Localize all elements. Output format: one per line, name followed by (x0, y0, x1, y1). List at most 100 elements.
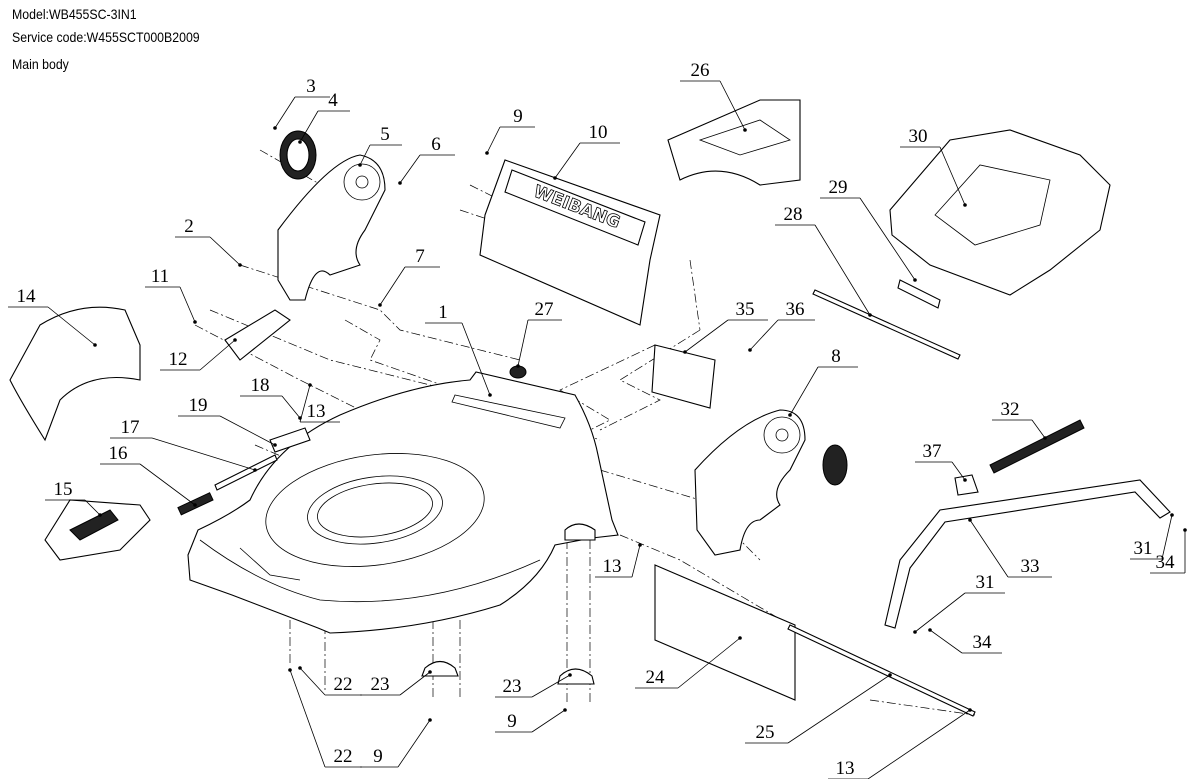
leader-dot (638, 543, 642, 547)
callout-14: 14 (8, 286, 97, 347)
callout-number: 34 (1156, 552, 1176, 573)
callout-9: 9 (360, 718, 432, 768)
leader-line (360, 719, 431, 768)
callout-23: 23 (495, 673, 572, 698)
leader-dot (553, 176, 557, 180)
rear-rod-part (787, 624, 976, 717)
deck-housing-part (187, 371, 619, 634)
callout-number: 9 (513, 106, 523, 127)
callout-25: 25 (745, 673, 892, 744)
grass-bag-top-part (889, 129, 1111, 296)
leader-dot (273, 126, 277, 130)
leader-line (160, 339, 236, 371)
callout-number: 37 (923, 441, 942, 462)
callout-number: 11 (151, 266, 169, 287)
leader-dot (308, 383, 312, 387)
leader-line (289, 669, 362, 768)
callout-34: 34 (1150, 528, 1187, 574)
leader-dot (963, 203, 967, 207)
leader-dot (913, 630, 917, 634)
leader-dot (748, 348, 752, 352)
leader-line (178, 415, 276, 446)
callout-number: 22 (334, 674, 353, 695)
leader-dot (738, 636, 742, 640)
callout-28: 28 (775, 204, 872, 317)
callout-number: 13 (603, 556, 622, 577)
callout-35: 35 (683, 299, 768, 354)
leader-line (820, 197, 916, 281)
callout-number: 28 (784, 204, 803, 225)
leader-dot (288, 668, 292, 672)
callout-24: 24 (635, 636, 742, 689)
callout-number: 31 (976, 572, 995, 593)
callout-8: 8 (788, 346, 858, 417)
leader-line (175, 236, 241, 266)
leader-dot (298, 666, 302, 670)
leader-dot (968, 518, 972, 522)
leader-line (789, 366, 858, 416)
model-label: Model:WB455SC-3IN1 (12, 6, 137, 22)
callout-number: 35 (736, 299, 755, 320)
callout-34: 34 (928, 628, 1002, 654)
leader-line (299, 110, 350, 143)
callout-number: 31 (1134, 538, 1153, 559)
callout-number: 2 (184, 216, 194, 237)
callout-number: 23 (371, 674, 390, 695)
leader-dot (298, 416, 302, 420)
callout-5: 5 (358, 124, 402, 167)
leader-dot (93, 343, 97, 347)
leader-line (900, 146, 966, 206)
callout-26: 26 (680, 60, 747, 132)
flap-part (224, 309, 291, 361)
leader-line (110, 437, 256, 471)
callout-number: 22 (334, 746, 353, 767)
leader-line (915, 461, 966, 481)
callout-number: 10 (589, 122, 608, 143)
callout-number: 17 (121, 417, 140, 438)
leader-dot (928, 628, 932, 632)
leader-dot (193, 503, 197, 507)
leader-line (145, 286, 196, 323)
leader-line (399, 154, 455, 184)
right-wheel-bracket-part (694, 409, 848, 556)
callout-29: 29 (820, 177, 917, 282)
callout-32: 32 (992, 399, 1047, 440)
callout-16: 16 (100, 443, 197, 507)
leader-dot (238, 263, 242, 267)
leader-line (274, 96, 330, 129)
left-wheel-bracket-part (277, 154, 386, 301)
callout-number: 29 (829, 177, 848, 198)
callout-33: 33 (968, 518, 1052, 578)
leader-line (425, 322, 491, 396)
leader-line (635, 637, 741, 689)
spring-part (897, 279, 941, 309)
leader-line (992, 419, 1046, 439)
callout-22: 22 (298, 666, 362, 696)
leader-dot (378, 303, 382, 307)
callout-13: 13 (828, 708, 972, 779)
callout-number: 15 (54, 479, 73, 500)
leader-dot (398, 181, 402, 185)
callout-9: 9 (485, 106, 535, 155)
mulch-plug-part (667, 99, 801, 186)
callout-13: 13 (595, 543, 642, 578)
leader-dot (868, 313, 872, 317)
leader-line (517, 319, 562, 367)
callout-18: 18 (240, 375, 302, 420)
leader-dot (788, 413, 792, 417)
leader-dot (298, 140, 302, 144)
callout-31: 31 (913, 572, 1005, 634)
callout-37: 37 (915, 441, 967, 482)
callout-number: 32 (1001, 399, 1020, 420)
leader-dot (913, 278, 917, 282)
leader-dot (273, 443, 277, 447)
leader-line (359, 144, 402, 166)
callout-23: 23 (360, 670, 432, 696)
leader-dot (1043, 436, 1047, 440)
leader-line (360, 671, 431, 696)
callout-number: 4 (328, 90, 338, 111)
lower-handle-part (884, 479, 1171, 629)
leader-dot (683, 350, 687, 354)
leader-dot (516, 364, 520, 368)
callout-2: 2 (175, 216, 242, 267)
